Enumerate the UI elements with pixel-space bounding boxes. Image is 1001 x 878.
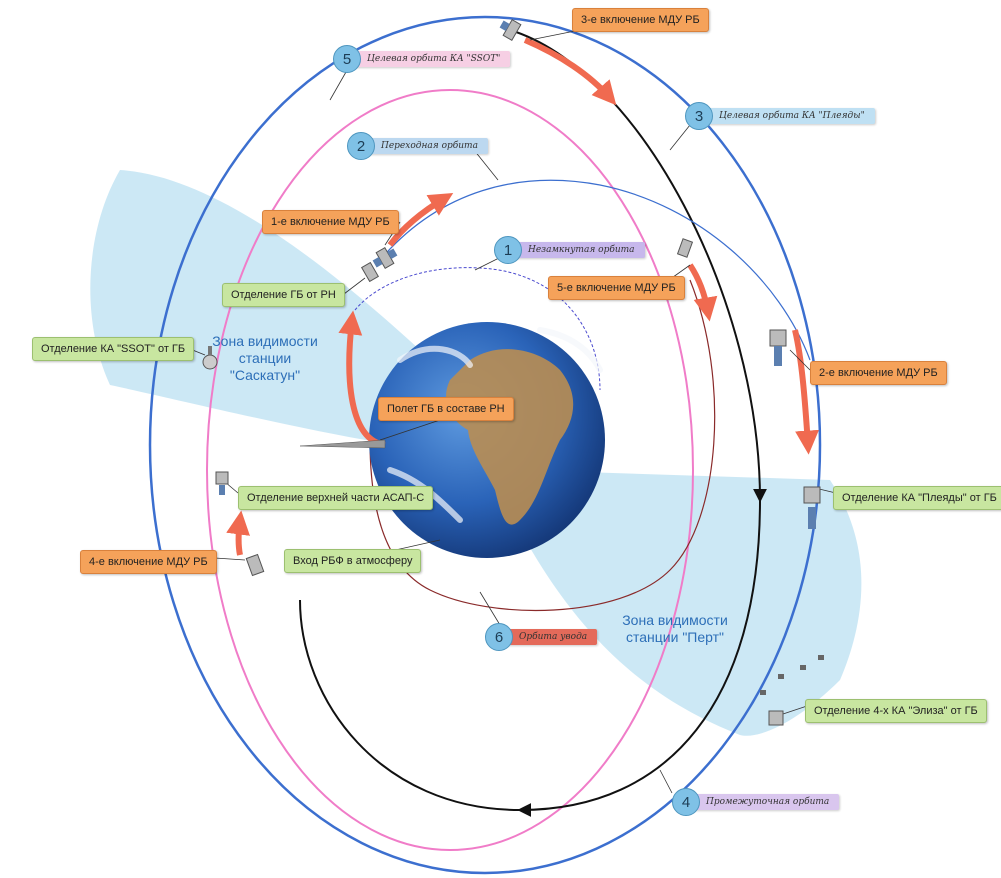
orbit-label-2: 2 Переходная орбита (347, 132, 488, 160)
spacecraft-icon-2 (360, 261, 380, 283)
burn-arrow-1 (387, 193, 454, 247)
zone-label-perth: Зона видимости станции "Перт" (605, 612, 745, 646)
rocket-icon (299, 439, 386, 449)
callout-reentry: Вход РБФ в атмосферу (284, 549, 422, 573)
spacecraft-icon-10 (768, 710, 784, 726)
orbit-name-tag: Переходная орбита (367, 138, 488, 154)
orbit-1-open (354, 267, 601, 391)
callout-burn-4: 4-е включение МДУ РБ (80, 550, 217, 574)
orbit-number-badge: 5 (333, 45, 361, 73)
callout-separation-gb-rn: Отделение ГБ от РН (222, 283, 345, 307)
orbit-number-badge: 3 (685, 102, 713, 130)
orbit-label-4: 4 Промежуточная орбита (672, 788, 840, 816)
zone-label-line: "Саскатун" (229, 367, 301, 383)
spacecraft-icon-7 (215, 471, 229, 495)
callout-burn-1: 1-е включение МДУ РБ (262, 210, 399, 234)
orbit-name-tag: Целевая орбита КА "Плеяды" (705, 108, 875, 124)
spacecraft-icon-8 (245, 553, 265, 577)
callout-separation-ssot: Отделение КА "SSOT" от ГБ (32, 337, 195, 361)
callout-burn-5: 5-е включение МДУ РБ (548, 276, 685, 300)
earth-continents (446, 349, 574, 525)
spacecraft-icon-3 (499, 19, 522, 41)
callout-separation-eliza: Отделение 4-х КА "Элиза" от ГБ (805, 699, 987, 723)
callout-burn-2: 2-е включение МДУ РБ (810, 361, 947, 385)
zone-label-line: Зона видимости (622, 612, 728, 628)
orbit-label-3: 3 Целевая орбита КА "Плеяды" (685, 102, 875, 130)
callout-separation-pleiades: Отделение КА "Плеяды" от ГБ (833, 486, 1001, 510)
callout-separation-asap: Отделение верхней части АСАП-С (238, 486, 434, 510)
orbit-4-intermediate (299, 29, 767, 818)
orbit-label-5: 5 Целевая орбита КА "SSOT" (333, 45, 511, 73)
spacecraft-icon-4 (676, 238, 694, 258)
orbit-name-tag: Орбита увода (505, 629, 598, 645)
orbit-name-tag: Промежуточная орбита (692, 794, 840, 810)
saskatoon-visibility-zone (90, 170, 420, 445)
burn-arrow-5 (687, 263, 718, 322)
callout-flight-with-rn: Полет ГБ в составе РН (378, 397, 514, 421)
orbit-number-badge: 1 (494, 236, 522, 264)
spacecraft-icon-6 (202, 346, 218, 370)
orbit-name-tag: Незамкнутая орбита (514, 242, 645, 258)
orbit-number-badge: 4 (672, 788, 700, 816)
orbit-number-badge: 2 (347, 132, 375, 160)
orbit-3-target-pleiades (148, 15, 822, 875)
zone-label-line: станции (238, 350, 292, 366)
orbit-number-badge: 6 (485, 623, 513, 651)
spacecraft-icon-9 (803, 486, 821, 529)
spacecraft-icon-1 (372, 247, 398, 269)
callout-burn-3: 3-е включение МДУ РБ (572, 8, 709, 32)
zone-label-saskatoon: Зона видимости станции "Саскатун" (200, 333, 330, 384)
eliza-satellites-icon (760, 655, 824, 695)
burn-arrow-3 (523, 37, 617, 106)
spacecraft-icon-5 (769, 329, 787, 366)
orbit-5-target-ssot (206, 89, 694, 851)
orbit-name-tag: Целевая орбита КА "SSOT" (353, 51, 511, 67)
orbit-label-6: 6 Орбита увода (485, 623, 598, 651)
zone-label-line: Зона видимости (212, 333, 318, 349)
burn-arrow-2 (792, 329, 820, 455)
orbit-label-1: 1 Незамкнутая орбита (494, 236, 645, 264)
zone-label-line: станции "Перт" (626, 629, 724, 645)
burn-arrow-4 (226, 510, 250, 556)
